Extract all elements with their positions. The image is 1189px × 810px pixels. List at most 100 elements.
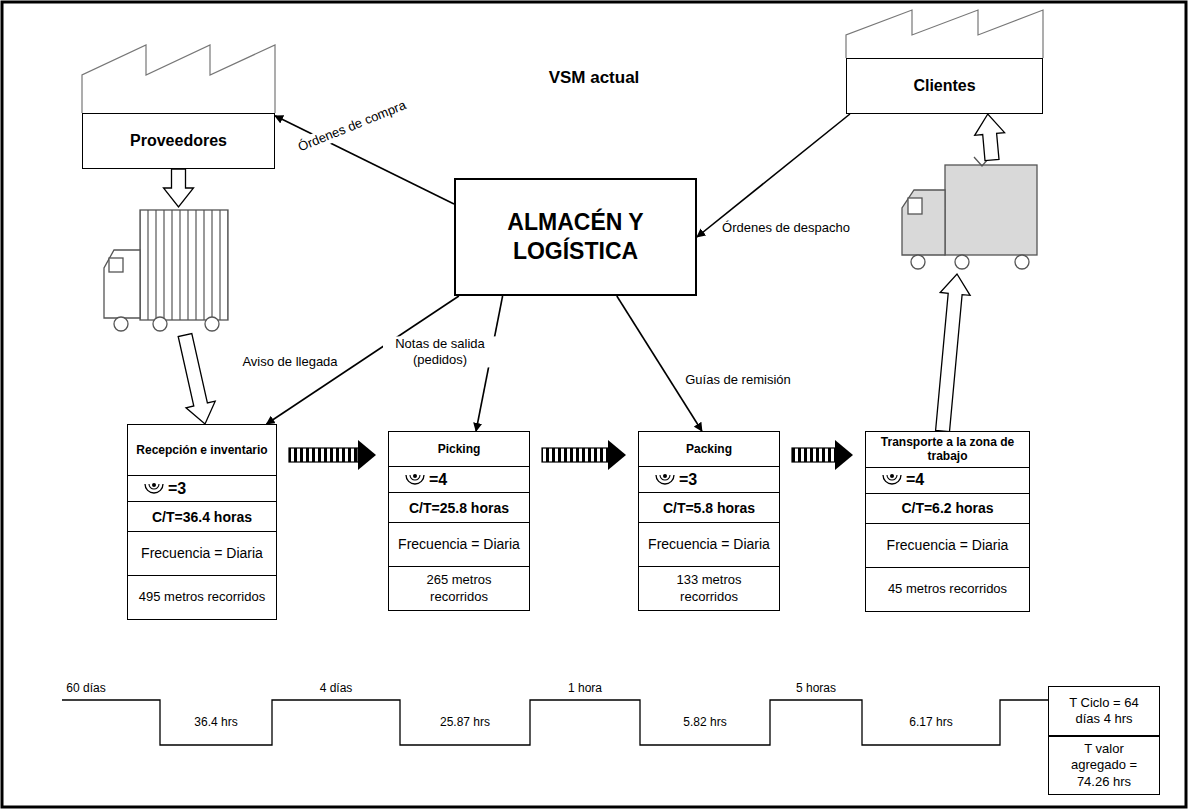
process-row: 265 metros recorridos: [389, 566, 529, 610]
node-label: T valor agregado = 74.26 hrs: [1057, 741, 1151, 790]
connector-line: [697, 114, 850, 237]
cycle-time: C/T=6.2 horas: [901, 500, 993, 516]
process-row: Transporte a la zona de trabajo: [866, 432, 1029, 467]
operator-symbol-arc: [660, 475, 670, 480]
timeline: [62, 700, 1048, 745]
operator-symbol-head: [413, 474, 417, 478]
process-box: Picking =4C/T=25.8 horasFrecuencia = Diar…: [388, 431, 530, 611]
process-title: Transporte a la zona de trabajo: [874, 435, 1021, 464]
time-label: 60 días: [66, 681, 105, 695]
process-row: C/T=5.8 horas: [639, 492, 779, 522]
push-arrow-body: [542, 448, 608, 462]
time-label: 5.82 hrs: [683, 715, 726, 729]
hollow-arrow: [164, 169, 194, 207]
edge-label: Órdenes de compra: [294, 96, 410, 155]
frequency: Frecuencia = Diaria: [398, 536, 520, 554]
operator-count: =3: [679, 471, 697, 489]
factory-roof: [82, 45, 275, 113]
distance: 133 metros recorridos: [647, 572, 771, 605]
operator-symbol: [653, 472, 677, 488]
process-title: Recepción e inventario: [136, 443, 267, 457]
external-entity-box: Clientes: [846, 58, 1043, 114]
push-arrow-body: [289, 448, 358, 462]
supplier-truck: [104, 210, 228, 331]
process-row: Recepción e inventario: [128, 425, 276, 475]
hollow-arrow: [178, 334, 215, 425]
info-box: T Ciclo = 64 días 4 hrs: [1048, 686, 1160, 736]
process-row: 133 metros recorridos: [639, 566, 779, 610]
node-label: Clientes: [913, 77, 975, 95]
frequency: Frecuencia = Diaria: [141, 545, 263, 563]
time-label: 6.17 hrs: [909, 715, 952, 729]
push-arrow-head: [608, 440, 626, 470]
operator-count: =4: [906, 471, 924, 489]
edge-label: Notas de salida (pedidos): [383, 336, 497, 367]
process-row: C/T=36.4 horas: [128, 501, 276, 531]
operator-symbol-arc: [656, 475, 674, 484]
distance: 495 metros recorridos: [139, 589, 265, 605]
operator-symbol-head: [663, 474, 667, 478]
process-row: =4: [389, 466, 529, 492]
process-row: Frecuencia = Diaria: [389, 522, 529, 566]
external-entity-box: Proveedores: [82, 113, 275, 169]
node-label: T Ciclo = 64 días 4 hrs: [1057, 695, 1151, 728]
node-label: Proveedores: [130, 132, 227, 150]
connector: [289, 440, 376, 470]
hollow-arrow: [936, 274, 971, 432]
process-row: Frecuencia = Diaria: [128, 531, 276, 575]
push-arrow-body: [792, 448, 835, 462]
process-box: Packing =3C/T=5.8 horasFrecuencia = Diari…: [638, 431, 780, 611]
edge-label: Guías de remisión: [683, 372, 793, 388]
process-row: 495 metros recorridos: [128, 575, 276, 619]
connector: [617, 296, 702, 431]
operator-symbol: [403, 472, 427, 488]
node-label: ALMACÉN Y LOGÍSTICA: [488, 208, 663, 266]
customer-truck: [902, 150, 1037, 269]
time-label: 4 días: [320, 681, 353, 695]
distance: 265 metros recorridos: [397, 572, 521, 605]
process-row: =4: [866, 467, 1029, 493]
operator-symbol: [880, 472, 904, 488]
process-title: Picking: [438, 442, 481, 456]
diagram-title: VSM actual: [549, 68, 640, 88]
push-arrow-head: [358, 440, 376, 470]
operator-symbol-head: [152, 483, 156, 487]
time-label: 1 hora: [568, 681, 602, 695]
operator-symbol-arc: [145, 484, 163, 493]
time-label: 25.87 hrs: [440, 715, 490, 729]
frequency: Frecuencia = Diaria: [648, 536, 770, 554]
operator-count: =3: [168, 480, 186, 498]
process-row: 45 metros recorridos: [866, 567, 1029, 611]
connector: [164, 169, 216, 424]
time-label: 36.4 hrs: [194, 715, 237, 729]
operator-symbol-arc: [883, 475, 901, 484]
cycle-time: C/T=5.8 horas: [663, 500, 755, 516]
process-title: Packing: [686, 442, 732, 456]
factory-roof: [846, 10, 1043, 58]
operator-symbol-head: [890, 474, 894, 478]
process-row: Packing: [639, 432, 779, 466]
connector: [936, 114, 1005, 432]
process-row: Picking: [389, 432, 529, 466]
operator-symbol-arc: [887, 475, 897, 480]
cycle-time: C/T=25.8 horas: [409, 500, 509, 516]
process-box: Transporte a la zona de trabajo =4C/T=6.2…: [865, 431, 1030, 612]
process-row: C/T=6.2 horas: [866, 493, 1029, 523]
process-row: Frecuencia = Diaria: [866, 523, 1029, 567]
operator-symbol-arc: [410, 475, 420, 480]
operator-count: =4: [429, 471, 447, 489]
process-box: Recepción e inventario =3C/T=36.4 horasFr…: [127, 424, 277, 620]
operator-symbol-arc: [406, 475, 424, 484]
push-arrow-head: [835, 440, 853, 470]
process-row: =3: [639, 466, 779, 492]
distance: 45 metros recorridos: [888, 581, 1007, 597]
control-box: ALMACÉN Y LOGÍSTICA: [454, 178, 697, 296]
operator-symbol-arc: [149, 484, 159, 489]
edge-label: Aviso de llegada: [240, 354, 339, 370]
edge-label: Órdenes de despacho: [720, 220, 852, 236]
hollow-arrow: [975, 114, 1005, 161]
process-row: =3: [128, 475, 276, 501]
info-box: T valor agregado = 74.26 hrs: [1048, 736, 1160, 795]
